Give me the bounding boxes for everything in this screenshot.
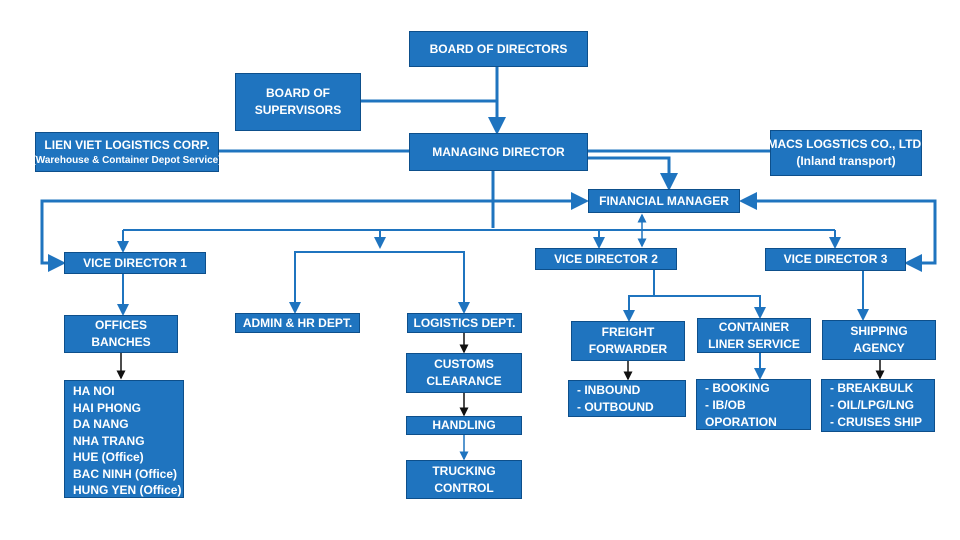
node-text-line: - OUTBOUND — [577, 400, 654, 414]
node-text-line: ADMIN & HR DEPT. — [242, 315, 353, 330]
node-text-line: BOARD OF DIRECTORS — [429, 41, 568, 56]
node-text-line: LINER SERVICE — [708, 336, 800, 351]
logistics-dept-box: LOGISTICS DEPT. — [407, 313, 522, 333]
node-text-line: (Inland transport) — [796, 154, 896, 168]
node-text-line: NHA TRANG — [73, 433, 145, 448]
node-text-line: MACS LOGSTICS CO., LTD. — [767, 137, 925, 151]
office-list-box: HA NOI HAI PHONG DA NANG NHA TRANG HUE (Offi… — [64, 380, 184, 498]
admin-hr-dept-box: ADMIN & HR DEPT. — [235, 313, 360, 333]
trucking-control-box: TRUCKING CONTROL — [406, 460, 522, 499]
connector-to-logistics — [380, 251, 470, 314]
vice-director-3-box: VICE DIRECTOR 3 — [765, 248, 906, 271]
customs-clearance-box: CUSTOMS CLEARANCE — [406, 353, 522, 393]
board-of-supervisors-box: BOARD OF SUPERVISORS — [235, 73, 361, 131]
node-text-line: CLEARANCE — [426, 374, 502, 388]
freight-forwarder-box: FREIGHT FORWARDER — [571, 321, 685, 361]
node-text-line: CUSTOMS — [434, 357, 494, 371]
node-text-line: CONTAINER — [718, 319, 790, 334]
node-text-line: HUE (Office) — [73, 450, 144, 464]
node-text-line: - BREAKBULK — [830, 381, 914, 395]
vice-director-1-box: VICE DIRECTOR 1 — [64, 252, 206, 274]
macs-logistics-box: MACS LOGSTICS CO., LTD. (Inland transport… — [767, 130, 925, 176]
connector-md-to-fm — [588, 156, 678, 191]
financial-manager-box: FINANCIAL MANAGER — [588, 189, 740, 213]
node-text-line: HUNG YEN (Office) — [73, 483, 182, 497]
node-text-line: BAC NINH (Office) — [73, 466, 177, 481]
handling-box: HANDLING — [406, 416, 522, 435]
connector-to-container — [654, 295, 766, 319]
shipping-agency-box: SHIPPING AGENCY — [822, 320, 936, 360]
node-text-line: VICE DIRECTOR 1 — [83, 255, 187, 270]
managing-director-box: MANAGING DIRECTOR — [409, 133, 588, 171]
node-text-line: - CRUISES SHIP — [830, 415, 923, 429]
node-text-line: VICE DIRECTOR 2 — [554, 251, 658, 266]
connector-right-loop — [739, 192, 937, 272]
node-text-line: TRUCKING — [432, 463, 496, 478]
node-text-line: OFFICES — [94, 318, 147, 332]
freight-list-box: - INBOUND - OUTBOUND — [568, 380, 686, 417]
node-subtext: (Warehouse & Container Depot Service) — [32, 154, 222, 166]
node-text-line: BANCHES — [91, 335, 151, 349]
node-text-line: VICE DIRECTOR 3 — [783, 252, 888, 266]
node-text-line: - INBOUND — [577, 383, 641, 397]
node-text-line: - BOOKING — [705, 381, 770, 395]
shipping-list-box: - BREAKBULK - OIL/LPG/LNG - CRUISES SHIP — [821, 379, 935, 432]
node-text-line: AGENCY — [853, 341, 905, 355]
node-text-line: HANDLING — [432, 418, 496, 432]
node-text-line: FREIGHT — [601, 325, 655, 339]
board-of-directors-box: BOARD OF DIRECTORS — [409, 31, 588, 67]
node-text-line: LOGISTICS DEPT. — [413, 315, 516, 330]
node-text-line: OPORATION — [705, 415, 777, 429]
node-text-line: - IB/OB — [705, 398, 746, 412]
node-text-line: HA NOI — [73, 384, 115, 398]
node-text-line: LIEN VIET LOGISTICS CORP. — [44, 137, 210, 152]
container-list-box: - BOOKING - IB/OB OPORATION — [696, 379, 811, 430]
connector-to-admin — [289, 251, 380, 314]
node-text-line: MANAGING DIRECTOR — [432, 144, 565, 159]
connector-to-freight — [623, 270, 655, 322]
node-text-line: CONTROL — [434, 480, 494, 495]
container-liner-service-box: CONTAINER LINER SERVICE — [697, 318, 811, 353]
node-text-line: HAI PHONG — [73, 400, 142, 415]
connector-left-loop — [40, 199, 493, 272]
offices-branches-box: OFFICES BANCHES — [64, 315, 178, 353]
node-text-line: SHIPPING — [850, 324, 908, 338]
node-text-line: FINANCIAL MANAGER — [599, 193, 729, 208]
node-text-line: - OIL/LPG/LNG — [830, 398, 914, 412]
node-text-line: BOARD OF — [266, 86, 330, 100]
node-text-line: FORWARDER — [588, 342, 668, 356]
node-text-line: SUPERVISORS — [254, 103, 342, 117]
vice-director-2-box: VICE DIRECTOR 2 — [535, 248, 677, 270]
node-text-line: DA NANG — [73, 417, 129, 431]
lien-viet-logistics-box: LIEN VIET LOGISTICS CORP. (Warehouse & Co… — [32, 132, 222, 172]
